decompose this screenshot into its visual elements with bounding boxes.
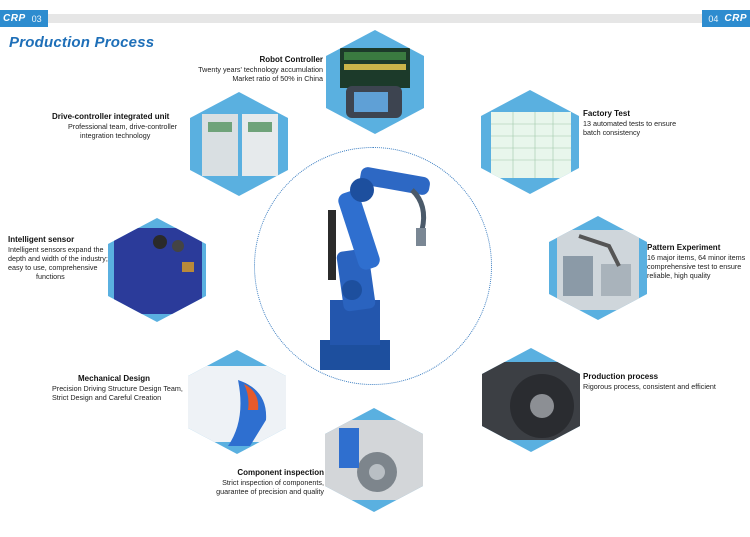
pattern-experiment-image — [549, 216, 647, 320]
mechanical-design-desc1: Precision Driving Structure Design Team, — [52, 384, 183, 393]
robot-controller-caption: Robot Controller Twenty years' technolog… — [197, 54, 323, 83]
mechanical-design-image — [188, 350, 286, 454]
intelligent-sensor-desc2: depth and width of the industry; — [8, 254, 108, 263]
drive-controller-desc2: integration technology — [80, 131, 151, 140]
pattern-experiment-desc2: comprehensive test to ensure — [647, 262, 742, 271]
intelligent-sensor-title: Intelligent sensor — [8, 235, 75, 244]
pattern-experiment-desc3: reliable, high quality — [647, 271, 711, 280]
brand-logo-right: CRP — [724, 13, 747, 24]
brand-logo-left: CRP — [3, 13, 26, 24]
component-inspection-desc2: guarantee of precision and quality — [216, 487, 324, 496]
robot-arm-image — [320, 167, 430, 370]
component-inspection-desc1: Strict inspection of components, — [222, 478, 324, 487]
mechanical-design-title: Mechanical Design — [78, 374, 151, 383]
factory-test-image — [481, 90, 579, 194]
factory-test-title: Factory Test — [583, 109, 630, 118]
robot-controller-image — [326, 30, 424, 134]
factory-test-caption: Factory Test 13 automated tests to ensur… — [583, 108, 713, 137]
drive-controller-title: Drive-controller integrated unit — [52, 112, 170, 121]
production-process-title: Production process — [583, 372, 659, 381]
page-number-left: 03 — [31, 13, 42, 24]
header-bar: CRP 03 04 CRP — [0, 10, 750, 27]
intelligent-sensor-image — [108, 218, 206, 322]
factory-test-desc1: 13 automated tests to ensure — [583, 119, 677, 128]
page-title: Production Process — [9, 34, 155, 51]
component-inspection-image — [325, 408, 423, 512]
pattern-experiment-desc1: 16 major items, 64 minor items — [647, 253, 746, 262]
page-number-right: 04 — [708, 13, 719, 24]
factory-test-desc2: batch consistency — [583, 128, 641, 137]
header-tab-right: 04 CRP — [702, 10, 750, 27]
mechanical-design-caption: Mechanical Design Precision Driving Stru… — [52, 373, 192, 402]
robot-controller-desc2: Market ratio of 50% in China — [232, 74, 323, 83]
intelligent-sensor-desc4: functions — [36, 272, 65, 281]
header-line — [48, 14, 702, 23]
component-inspection-title: Component inspection — [237, 468, 324, 477]
drive-controller-image — [190, 92, 288, 196]
component-inspection-caption: Component inspection Strict inspection o… — [212, 467, 324, 496]
drive-controller-caption: Drive-controller integrated unit Profess… — [52, 111, 192, 140]
production-process-desc1: Rigorous process, consistent and efficie… — [583, 382, 716, 391]
robot-controller-title: Robot Controller — [259, 55, 323, 64]
production-process-image — [482, 348, 580, 452]
intelligent-sensor-desc3: easy to use, comprehensive — [8, 263, 98, 272]
pattern-experiment-caption: Pattern Experiment 16 major items, 64 mi… — [647, 242, 747, 280]
center-ring — [254, 147, 492, 385]
mechanical-design-desc2: Strict Design and Careful Creation — [52, 393, 162, 402]
pattern-experiment-title: Pattern Experiment — [647, 243, 721, 252]
production-process-caption: Production process Rigorous process, con… — [583, 371, 723, 391]
intelligent-sensor-caption: Intelligent sensor Intelligent sensors e… — [8, 234, 112, 281]
intelligent-sensor-desc1: Intelligent sensors expand the — [8, 245, 104, 254]
header-tab-left: CRP 03 — [0, 10, 48, 27]
robot-controller-desc1: Twenty years' technology accumulation — [198, 65, 323, 74]
drive-controller-desc1: Professional team, drive-controller — [68, 122, 178, 131]
